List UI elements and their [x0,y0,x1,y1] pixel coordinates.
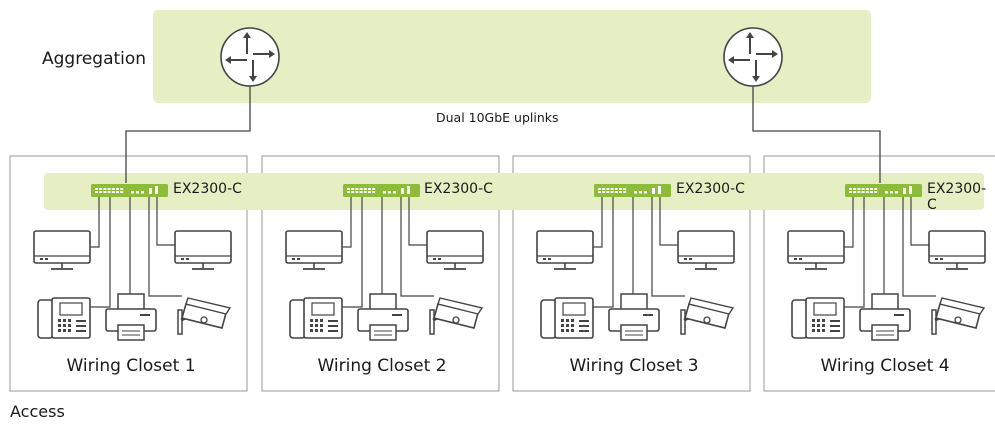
monitor-icon [677,230,735,270]
aggregation-label: Aggregation [42,49,147,69]
phone-icon [791,297,845,339]
switch-label-4: EX2300-C [927,181,987,213]
printer-icon [105,293,157,341]
uplink-line-2 [752,86,881,183]
printer-icon [608,293,660,341]
switch-label-2: EX2300-C [424,181,493,197]
phone-icon [540,297,594,339]
access-label: Access [10,402,65,421]
monitor-icon [33,230,91,270]
monitor-icon [426,230,484,270]
aggregation-band [153,10,871,103]
monitor-icon [285,230,343,270]
uplink-line-1 [125,86,251,183]
access-switch-band [44,173,984,210]
closet-label-4: Wiring Closet 4 [820,356,950,376]
uplinks-label: Dual 10GbE uplinks [436,110,559,125]
printer-icon [859,293,911,341]
switch-icon [91,184,168,197]
monitor-icon [928,230,986,270]
camera-icon [177,297,232,335]
monitor-icon [787,230,845,270]
closet-label-2: Wiring Closet 2 [317,356,447,376]
monitor-icon [536,230,594,270]
closet-label-3: Wiring Closet 3 [569,356,699,376]
camera-icon [931,297,986,335]
phone-icon [37,297,91,339]
switch-icon [845,184,922,197]
monitor-icon [174,230,232,270]
closet-label-1: Wiring Closet 1 [66,356,196,376]
router-icon [220,27,280,87]
switch-label-1: EX2300-C [173,181,242,197]
router-icon [723,27,783,87]
phone-icon [289,297,343,339]
camera-icon [429,297,484,335]
printer-icon [357,293,409,341]
camera-icon [680,297,735,335]
switch-icon [343,184,420,197]
switch-label-3: EX2300-C [676,181,745,197]
switch-icon [594,184,671,197]
